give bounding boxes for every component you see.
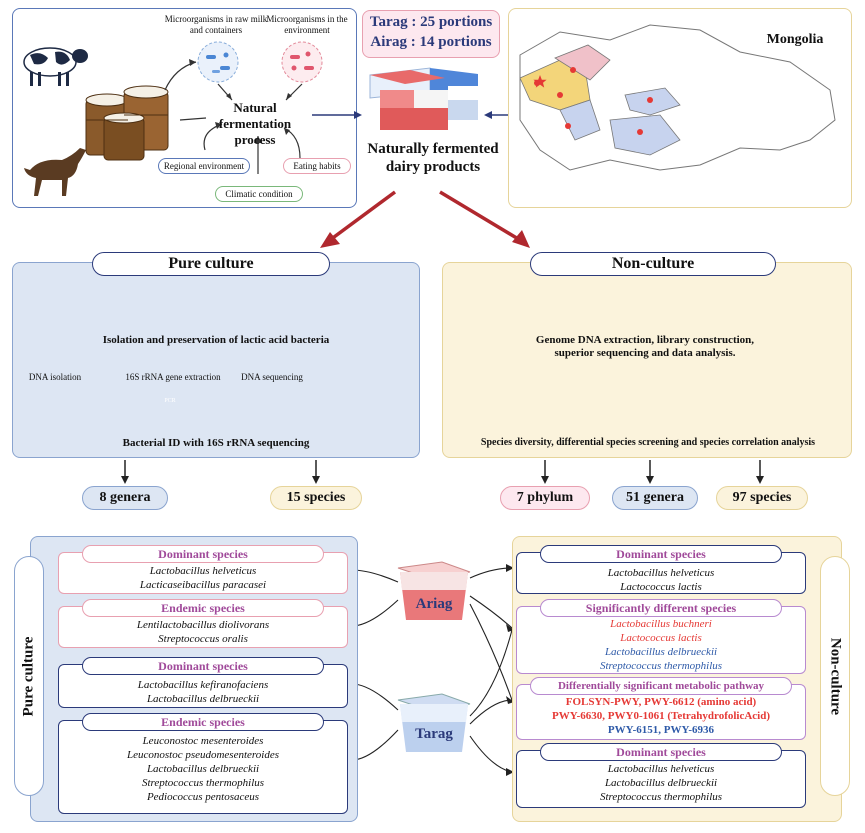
species-item: Leuconostoc mesenteroides [142, 735, 264, 747]
pure-culture-panel [12, 262, 420, 458]
species-item: Lactobacillus helveticus [607, 567, 715, 579]
species-item: Pediococcus pentosaceus [146, 791, 260, 803]
species-item: Lactobacillus delbrueckii [604, 777, 718, 789]
milk-buckets-icon [85, 85, 169, 161]
mongolia-map-icon [519, 24, 836, 171]
left-dominant-header-tarag: Dominant species [82, 657, 324, 675]
non-culture-panel [442, 262, 852, 458]
factor-regional: Regional environment [158, 158, 250, 174]
bottom-pure-side-pill [14, 556, 44, 796]
result-8-genera: 8 genera [82, 486, 168, 510]
non-culture-title: Non-culture [530, 252, 776, 276]
left-box2-items: Lentilactobacillus diolivorans Streptoco… [58, 618, 348, 646]
result-51-genera: 51 genera [612, 486, 698, 510]
right-box2-items: Lactobacillus buchneri Lactococcus lacti… [516, 617, 806, 673]
result-15-species: 15 species [270, 486, 362, 510]
species-item: Lactococcus lactis [620, 632, 702, 644]
pathway-item: FOLSYN-PWY, PWY-6612 (amino acid) [565, 696, 757, 708]
tarag-label: Tarag [415, 726, 453, 742]
species-item: Lactobacillus delbrueckii [146, 693, 260, 705]
right-different-species-box [516, 606, 806, 674]
non-step2-caption: Species diversity, differential species … [480, 437, 816, 448]
tarag-cup-icon [397, 693, 471, 752]
species-item: Streptococcus thermophilus [599, 660, 723, 672]
species-item: Lactobacillus helveticus [149, 565, 257, 577]
process-label: Natural fermentation process [218, 100, 292, 147]
bottom-non-side-pill [820, 556, 850, 796]
species-item: Lactococcus lactis [620, 581, 702, 593]
pure-culture-title: Pure culture [92, 252, 330, 276]
map-panel [508, 8, 852, 208]
species-item: Streptococcus oralis [158, 633, 248, 645]
ariag-label: Ariag [415, 596, 453, 612]
pcr-label: PCR [164, 398, 176, 404]
environment-microbes-icon [281, 41, 323, 83]
pure-step2-caption: Bacterial ID with 16S rRNA sequencing [122, 437, 310, 449]
left-dominant-header-ariag: Dominant species [82, 545, 324, 563]
dairy-product-icon [369, 67, 478, 130]
product-label: Naturally fermented dairy products [367, 141, 499, 175]
right-dominant-header-ariag: Dominant species [540, 545, 782, 563]
species-item: Lactobacillus helveticus [607, 763, 715, 775]
left-box1-items: Lactobacillus helveticus Lacticaseibacil… [58, 564, 348, 592]
dna-isolation-label: DNA isolation [28, 372, 82, 382]
bottom-pure-side-label: Pure culture [20, 636, 37, 717]
species-item: Lentilactobacillus diolivorans [136, 619, 270, 631]
species-item: Streptococcus thermophilus [599, 791, 723, 803]
environment-label: Microorganisms in the environment [266, 14, 348, 35]
left-box3-items: Lactobacillus kefiranofaciens Lactobacil… [58, 678, 348, 706]
right-box1-items: Lactobacillus helveticus Lactococcus lac… [516, 566, 806, 594]
horse-icon [24, 148, 86, 196]
bottom-non-side-label: Non-culture [827, 637, 844, 716]
right-pathway-header: Differentially significant metabolic pat… [530, 677, 792, 695]
species-item: Lactobacillus delbrueckii [146, 763, 260, 775]
right-box3-items: FOLSYN-PWY, PWY-6612 (amino acid) PWY-66… [516, 695, 806, 737]
pure-step1-caption: Isolation and preservation of lactic aci… [102, 334, 330, 346]
split-arrows [328, 190, 521, 242]
factor-eating: Eating habits [283, 158, 351, 174]
pathway-item: PWY-6151, PWY-6936 [607, 724, 715, 736]
result-7-phylum: 7 phylum [500, 486, 590, 510]
rrna-extraction-label: 16S rRNA gene extraction [125, 372, 221, 382]
pathway-item: PWY-6630, PWY0-1061 (TetrahydrofolicAcid… [551, 710, 771, 722]
non-step1-caption: Genome DNA extraction, library construct… [535, 334, 755, 359]
result-97-species: 97 species [716, 486, 808, 510]
tarag-portions: Tarag : 25 portions [369, 14, 493, 30]
dna-sequencing-label: DNA sequencing [241, 372, 303, 382]
species-item: Lactobacillus buchneri [610, 618, 712, 630]
species-item: Lacticaseibacillus paracasei [139, 579, 267, 591]
left-box4-items: Leuconostoc mesenteroides Leuconostoc ps… [58, 734, 348, 804]
species-item: Streptococcus thermophilus [141, 777, 265, 789]
result-arrows [124, 460, 761, 478]
left-endemic-header-tarag: Endemic species [82, 713, 324, 731]
species-item: Leuconostoc pseudomesenteroides [126, 749, 280, 761]
airag-portions: Airag : 14 portions [370, 34, 492, 50]
right-different-species-header: Significantly different species [540, 599, 782, 617]
raw-milk-microbes-icon [197, 41, 239, 83]
ariag-cup-icon [397, 561, 471, 620]
right-dominant-header-tarag: Dominant species [540, 743, 782, 761]
species-item: Lactobacillus delbrueckii [604, 646, 718, 658]
raw-milk-label: Microorganisms in raw milk and container… [164, 14, 268, 35]
left-endemic-box-tarag [58, 720, 348, 814]
cow-icon [23, 47, 88, 86]
factor-climatic: Climatic condition [215, 186, 303, 202]
species-item: Lactobacillus kefiranofaciens [137, 679, 269, 691]
right-box4-items: Lactobacillus helveticus Lactobacillus d… [516, 762, 806, 804]
map-title: Mongolia [766, 32, 824, 47]
portions-box [362, 10, 500, 58]
left-endemic-header-ariag: Endemic species [82, 599, 324, 617]
